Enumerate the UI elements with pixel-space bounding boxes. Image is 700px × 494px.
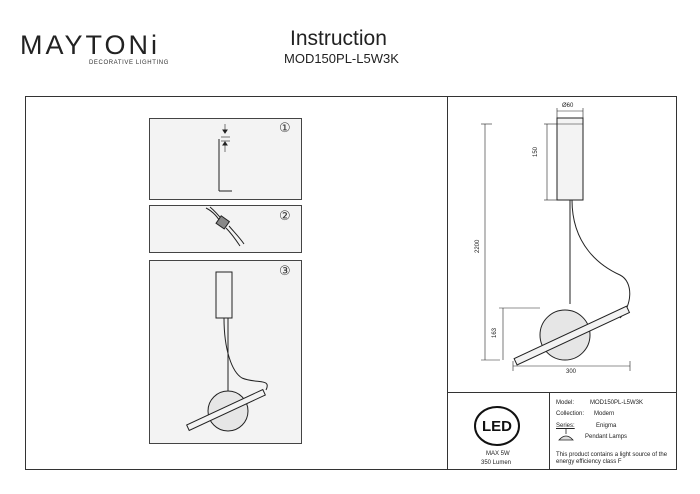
collection-value: Modern	[594, 411, 615, 417]
step-2-number: ②	[279, 209, 291, 224]
series-value: Enigma	[596, 423, 617, 429]
dimension-width: 300	[566, 369, 577, 375]
energy-note-line-1: This product contains a light source of …	[556, 452, 668, 458]
led-badge-icon	[474, 406, 520, 446]
dimension-ring-height: 163	[492, 327, 498, 338]
energy-note-line-2: energy efficiency class F	[556, 459, 622, 465]
series-label: Series:	[556, 423, 575, 429]
step-2-illustration	[205, 206, 245, 247]
power-rating: MAX 5W	[486, 451, 510, 457]
product-type: Pendant Lamps	[585, 434, 628, 440]
vertical-divider	[447, 96, 448, 470]
step-1-illustration	[218, 124, 232, 192]
page-model-number: MOD150PL-L5W3K	[284, 51, 399, 66]
page-title: Instruction	[290, 27, 387, 50]
dimension-drawing	[481, 108, 631, 371]
horizontal-divider	[447, 392, 677, 393]
step-2-panel	[149, 205, 302, 253]
dimension-canopy-height: 150	[533, 146, 539, 157]
lumen-rating: 350 Lumen	[481, 460, 512, 466]
pendant-lamp-icon	[558, 428, 574, 441]
model-value: MOD150PL-L5W3K	[590, 400, 644, 406]
step-1-number: ①	[279, 121, 291, 136]
step-3-illustration	[186, 271, 268, 432]
brand-logo: MAYTONi	[20, 30, 161, 60]
led-badge-text: LED	[482, 418, 512, 435]
collection-label: Collection:	[556, 411, 585, 417]
model-label: Model:	[556, 400, 575, 406]
dimension-diameter: Ø60	[562, 103, 574, 109]
brand-tagline: DECORATIVE LIGHTING	[89, 60, 169, 66]
dimension-total-height: 2200	[475, 239, 481, 253]
spec-divider	[549, 392, 550, 470]
instruction-frame	[25, 96, 677, 470]
step-3-number: ③	[279, 264, 291, 279]
